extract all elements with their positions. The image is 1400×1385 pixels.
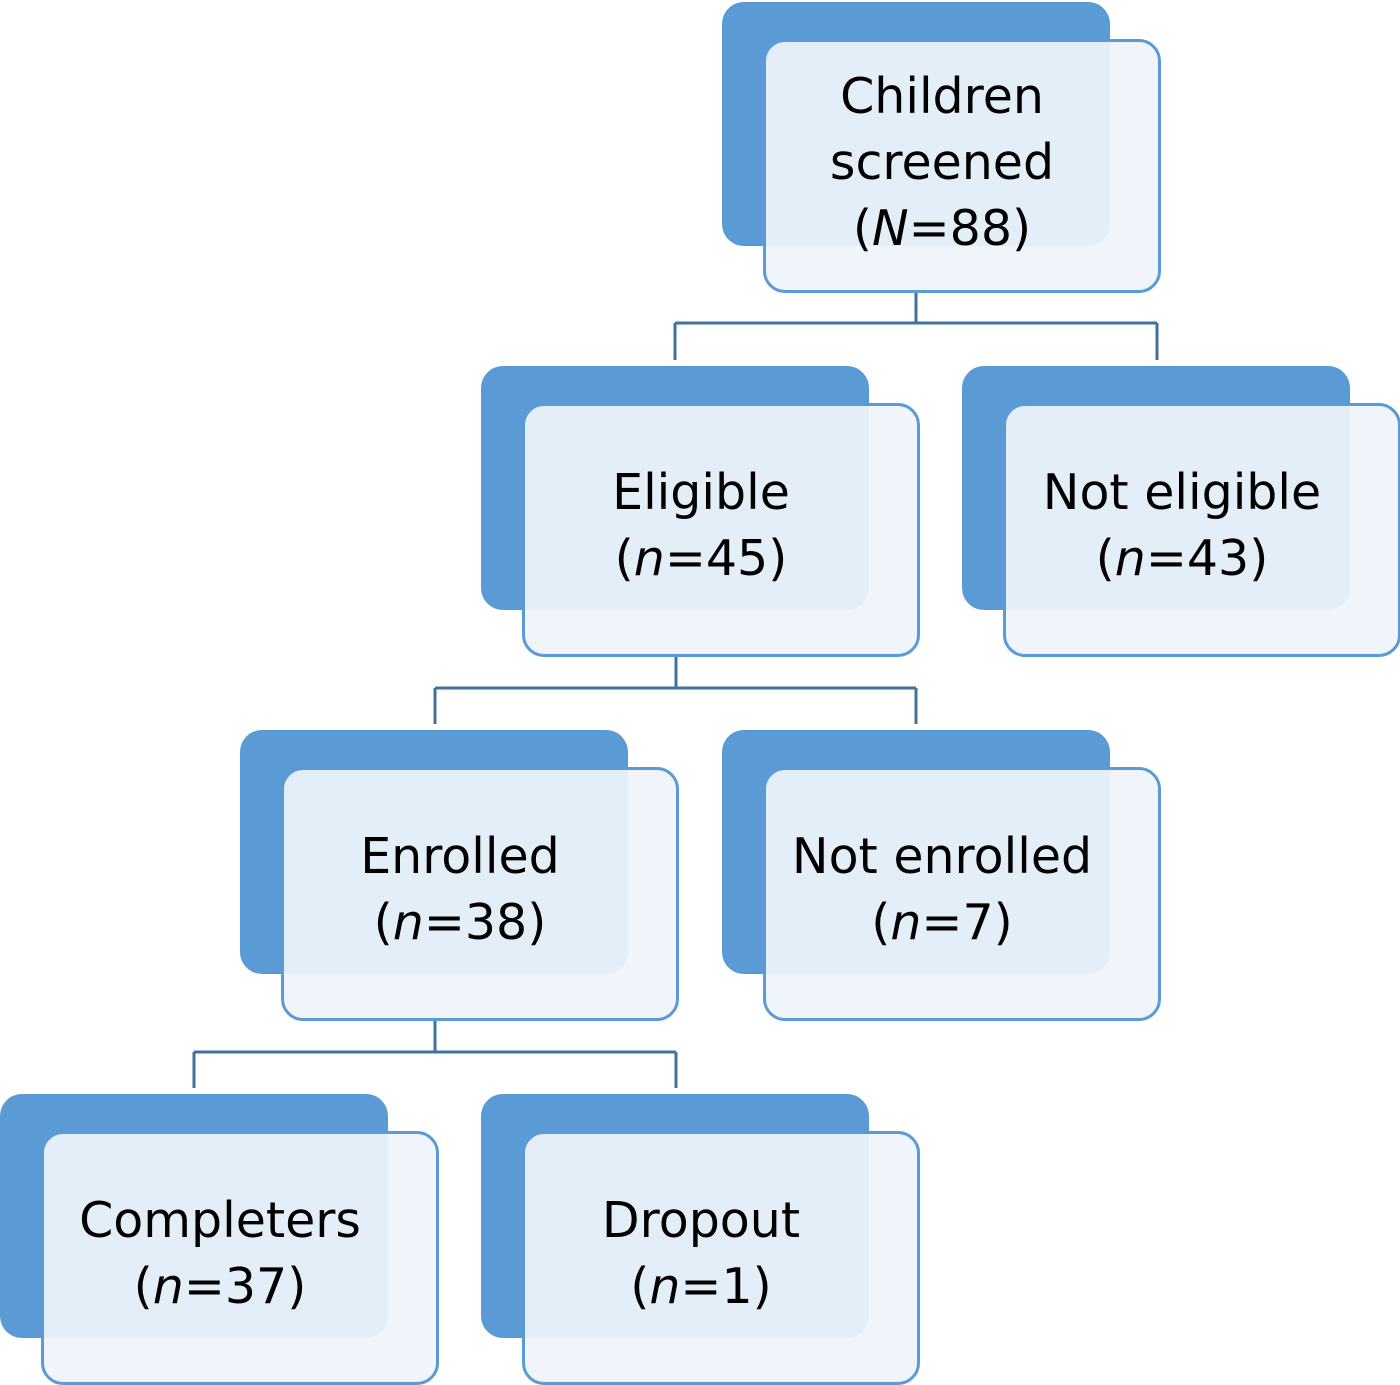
node-eligible: Eligible (n=45) [481, 366, 921, 657]
connector-screened [673, 290, 1159, 360]
node-children-screened: Children screened (N=88) [722, 2, 1162, 293]
node-title: Eligible [612, 464, 790, 521]
connector-enrolled [192, 1019, 678, 1088]
connector-eligible [433, 655, 918, 724]
node-title: Dropout [601, 1192, 801, 1249]
node-count: (n=45) [614, 530, 788, 587]
node-completers: Completers (n=37) [0, 1094, 440, 1385]
node-count: (n=1) [630, 1258, 772, 1315]
node-count: (n=37) [133, 1258, 307, 1315]
node-title: Completers [79, 1192, 361, 1249]
node-enrolled: Enrolled (n=38) [240, 730, 680, 1021]
node-not-enrolled: Not enrolled (n=7) [722, 730, 1162, 1021]
node-count: (n=43) [1095, 530, 1269, 587]
node-count: (n=38) [373, 894, 547, 951]
node-title: Not eligible [1042, 464, 1322, 521]
node-title: Enrolled [360, 828, 560, 885]
node-dropout: Dropout (n=1) [481, 1094, 921, 1385]
node-count: (N=88) [852, 200, 1032, 257]
node-title: Not enrolled [791, 828, 1093, 885]
node-not-eligible: Not eligible (n=43) [962, 366, 1400, 657]
node-title: screened [829, 134, 1055, 191]
node-title: Children [840, 68, 1044, 125]
node-count: (n=7) [871, 894, 1013, 951]
